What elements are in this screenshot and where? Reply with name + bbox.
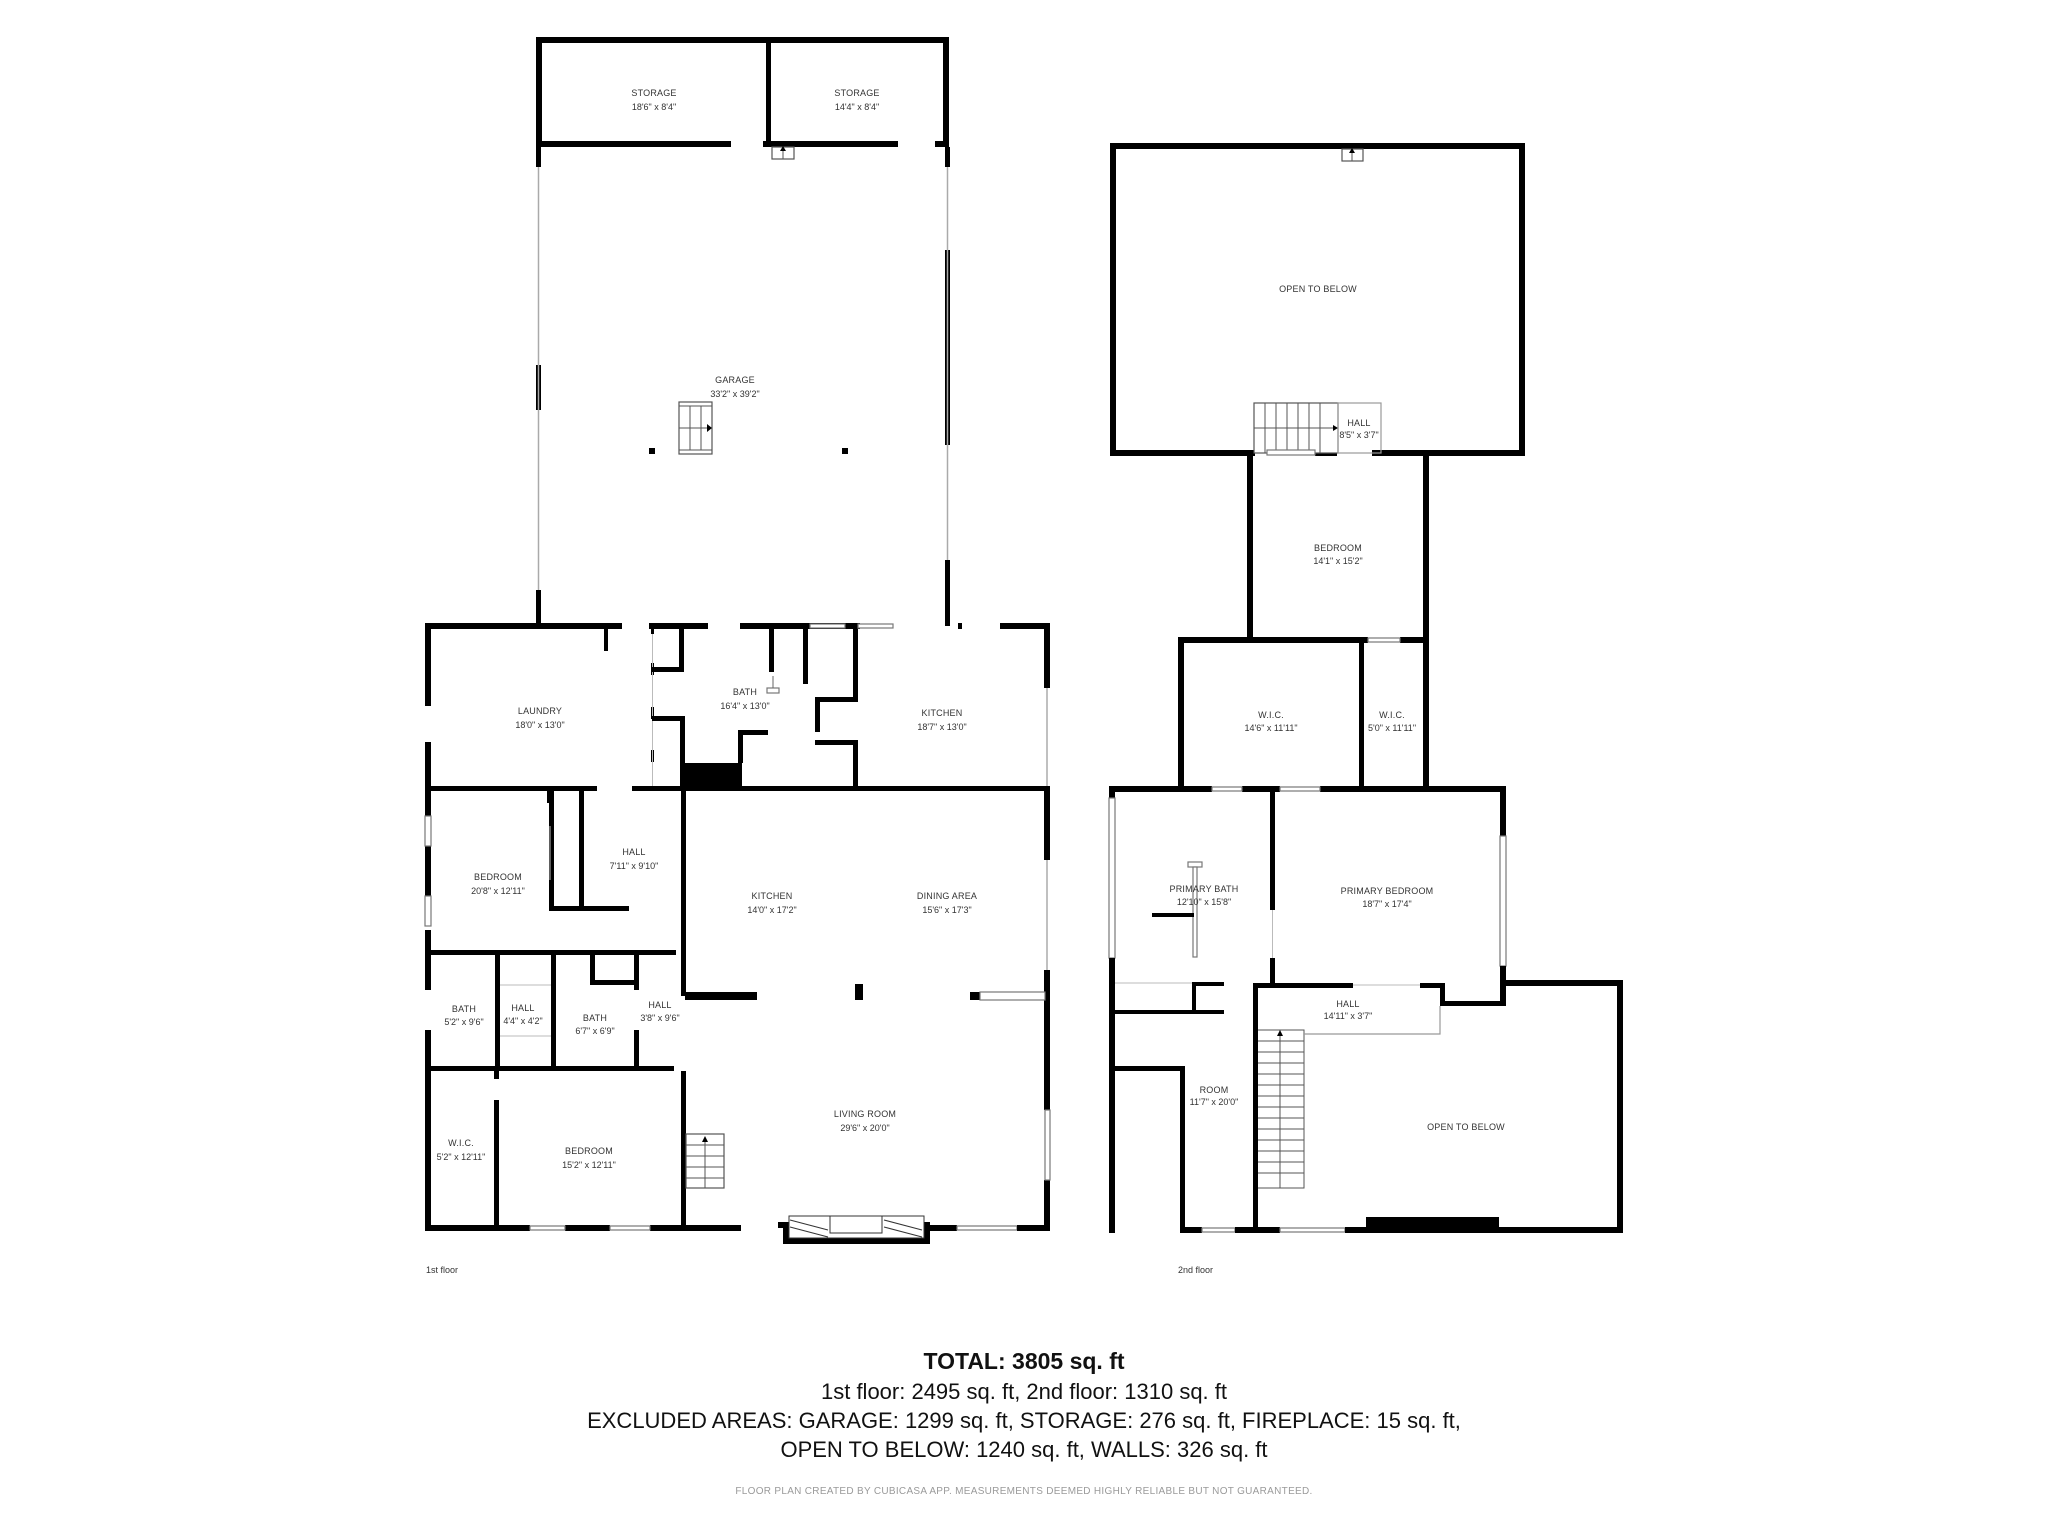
room-dimensions: 33'2" x 39'2" [710, 389, 759, 399]
room-labels: STORAGE 18'6" x 8'4" STORAGE 14'4" x 8'4… [426, 88, 1505, 1275]
storage-stairs-icon [771, 146, 795, 160]
room-dimensions: 11'7" x 20'0" [1190, 1097, 1239, 1107]
living-room-stairs-icon [685, 1133, 725, 1189]
room-label: BEDROOM [474, 872, 522, 882]
room-dimensions: 14'6" x 11'11" [1244, 723, 1297, 733]
room-label: DINING AREA [917, 891, 977, 901]
room-dimensions: 5'0" x 11'11" [1368, 723, 1416, 733]
room-label: STORAGE [834, 88, 879, 98]
excluded-areas-line-2: OPEN TO BELOW: 1240 sq. ft, WALLS: 326 s… [780, 1437, 1268, 1462]
room-dimensions: 18'0" x 13'0" [515, 720, 564, 730]
hall-stairs-icon [1253, 402, 1382, 454]
room-dimensions: 4'4" x 4'2" [503, 1016, 542, 1026]
room-label: BATH [452, 1004, 476, 1014]
room-dimensions: 14'0" x 17'2" [747, 905, 796, 915]
floor-areas: 1st floor: 2495 sq. ft, 2nd floor: 1310 … [820, 1379, 1228, 1404]
room-label: KITCHEN [752, 891, 793, 901]
room-label: OPEN TO BELOW [1279, 284, 1357, 294]
room-label: LIVING ROOM [834, 1109, 896, 1119]
room-label: W.I.C. [1379, 710, 1405, 720]
room-label: BEDROOM [565, 1146, 613, 1156]
hall-stairs-long-icon [1258, 1006, 1441, 1189]
room-label: OPEN TO BELOW [1427, 1122, 1505, 1132]
room-dimensions: 14'4" x 8'4" [835, 102, 879, 112]
floor-label-first: 1st floor [426, 1265, 458, 1275]
room-label: HALL [1347, 418, 1370, 428]
garage-stairs-icon [678, 401, 713, 455]
room-dimensions: 15'2" x 12'11" [562, 1160, 616, 1170]
room-dimensions: 18'7" x 13'0" [917, 722, 966, 732]
credit-disclaimer: FLOOR PLAN CREATED BY CUBICASA APP. MEAS… [735, 1486, 1313, 1497]
room-label: STORAGE [631, 88, 676, 98]
room-label: ROOM [1200, 1085, 1229, 1095]
top-stairs-icon [1341, 148, 1364, 162]
room-dimensions: 5'2" x 9'6" [444, 1017, 483, 1027]
room-label: W.I.C. [448, 1138, 474, 1148]
room-dimensions: 6'7" x 6'9" [575, 1026, 614, 1036]
floor-label-second: 2nd floor [1178, 1265, 1213, 1275]
room-dimensions: 3'8" x 9'6" [640, 1013, 679, 1023]
excluded-areas-line-1: EXCLUDED AREAS: GARAGE: 1299 sq. ft, STO… [587, 1408, 1461, 1433]
second-floor [1108, 143, 1623, 1233]
room-dimensions: 29'6" x 20'0" [840, 1123, 889, 1133]
room-label: LAUNDRY [518, 706, 562, 716]
room-label: HALL [511, 1003, 534, 1013]
room-dimensions: 18'7" x 17'4" [1362, 899, 1411, 909]
first-floor [424, 37, 1051, 1244]
room-label: BEDROOM [1314, 543, 1362, 553]
room-label: PRIMARY BEDROOM [1341, 886, 1434, 896]
room-dimensions: 5'2" x 12'11" [437, 1152, 486, 1162]
room-dimensions: 14'1" x 15'2" [1313, 556, 1362, 566]
room-label: BATH [583, 1013, 607, 1023]
room-dimensions: 20'8" x 12'11" [471, 886, 525, 896]
fireplace-icon [778, 1215, 930, 1244]
room-label: PRIMARY BATH [1170, 884, 1239, 894]
room-dimensions: 8'5" x 3'7" [1339, 430, 1378, 440]
total-area: TOTAL: 3805 sq. ft [923, 1348, 1125, 1374]
room-label: W.I.C. [1258, 710, 1284, 720]
room-dimensions: 12'10" x 15'8" [1177, 897, 1231, 907]
room-dimensions: 16'4" x 13'0" [720, 701, 769, 711]
room-dimensions: 7'11" x 9'10" [610, 861, 659, 871]
room-label: GARAGE [715, 375, 755, 385]
room-label: HALL [648, 1000, 671, 1010]
room-dimensions: 14'11" x 3'7" [1324, 1011, 1373, 1021]
shower-fixture-icon [1152, 861, 1203, 958]
room-dimensions: 15'6" x 17'3" [922, 905, 971, 915]
room-label: KITCHEN [922, 708, 963, 718]
room-label: HALL [622, 847, 645, 857]
room-label: BATH [733, 687, 757, 697]
room-dimensions: 18'6" x 8'4" [632, 102, 676, 112]
room-label: HALL [1336, 999, 1359, 1009]
